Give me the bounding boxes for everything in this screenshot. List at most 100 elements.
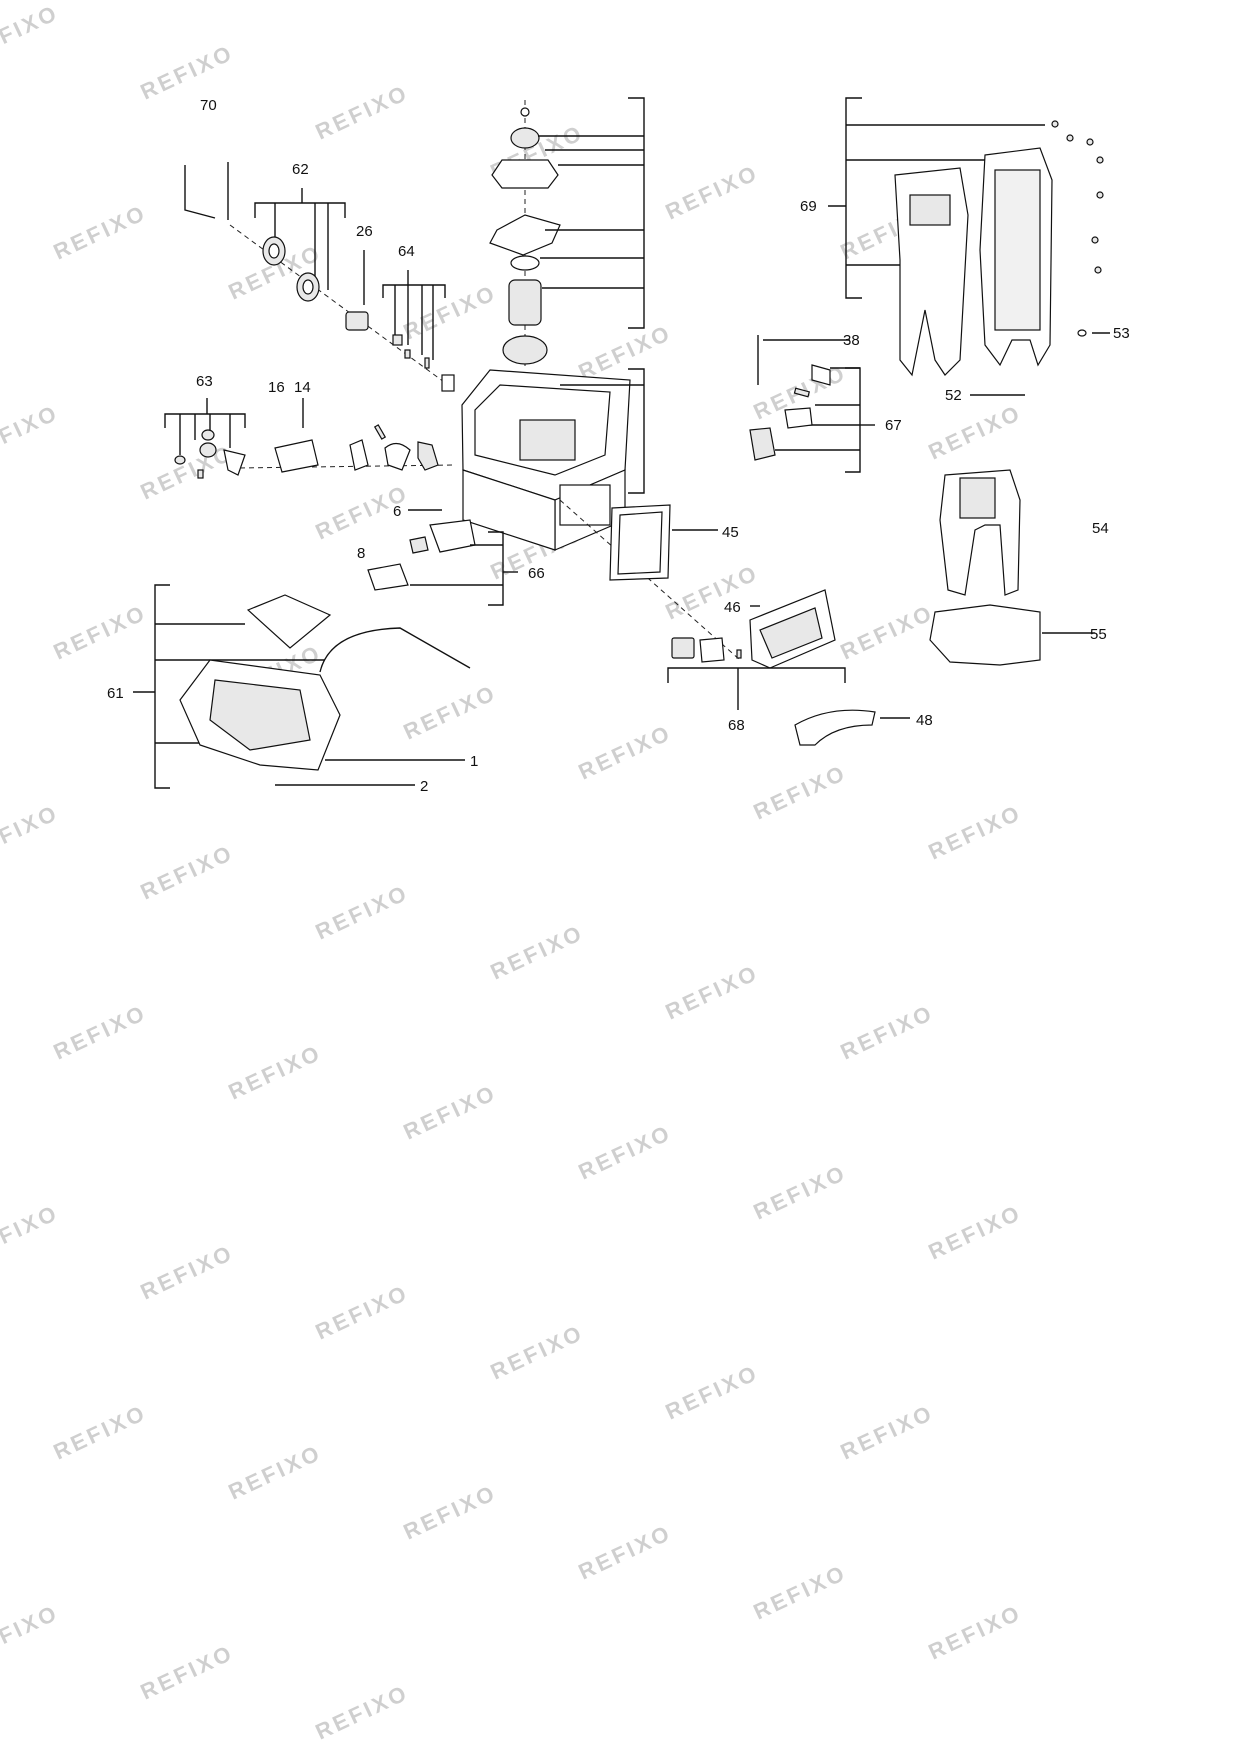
label-38: 38 <box>843 332 860 349</box>
label-66: 66 <box>528 565 545 582</box>
watermark-text: REFIXO <box>0 1200 63 1265</box>
part-70-cable <box>184 162 229 220</box>
watermark-text: REFIXO <box>400 280 501 345</box>
label-63: 63 <box>196 373 213 390</box>
label-69: 69 <box>800 198 817 215</box>
bracket-69 <box>828 97 1045 299</box>
part-64-small-parts <box>392 334 455 392</box>
watermark-text: REFIXO <box>575 720 676 785</box>
watermark-text: REFIXO <box>0 400 63 465</box>
watermark-text: REFIXO <box>487 1320 588 1385</box>
housing-bracket <box>560 368 645 494</box>
bracket-67 <box>775 367 875 473</box>
label-62: 62 <box>292 161 309 178</box>
watermark-text: REFIXO <box>137 840 238 905</box>
part-69-screws <box>1051 120 1104 274</box>
watermark-text: REFIXO <box>50 1000 151 1065</box>
part-1-2-screws <box>275 759 465 786</box>
watermark-text: REFIXO <box>225 1040 326 1105</box>
label-45: 45 <box>722 524 739 541</box>
watermark-text: REFIXO <box>662 160 763 225</box>
watermark-text: REFIXO <box>0 1600 63 1665</box>
part-38-pin <box>757 335 850 385</box>
watermark-text: REFIXO <box>137 40 238 105</box>
label-53: 53 <box>1113 325 1130 342</box>
watermark-text: REFIXO <box>137 1640 238 1705</box>
assembly-axis-right <box>559 499 741 661</box>
bracket-62 <box>254 188 346 290</box>
part-55-belt <box>929 604 1095 666</box>
label-54: 54 <box>1092 520 1109 537</box>
label-55: 55 <box>1090 626 1107 643</box>
watermark-text: REFIXO <box>575 1120 676 1185</box>
watermark-text: REFIXO <box>50 600 151 665</box>
part-69-backplate-rear <box>979 147 1053 367</box>
label-61: 61 <box>107 685 124 702</box>
part-6-8-latches <box>367 509 476 591</box>
watermark-text: REFIXO <box>487 920 588 985</box>
part-67-latch-parts <box>749 364 831 461</box>
part-54-harness <box>939 469 1021 596</box>
bracket-64 <box>382 270 446 360</box>
label-64: 64 <box>398 243 415 260</box>
bracket-61 <box>133 584 325 789</box>
label-26: 26 <box>356 223 373 240</box>
label-6: 6 <box>393 503 401 520</box>
watermark-text: REFIXO <box>225 1440 326 1505</box>
watermark-text: REFIXO <box>750 1560 851 1625</box>
watermark-text: REFIXO <box>50 1400 151 1465</box>
part-62-gears <box>262 236 320 302</box>
bracket-63 <box>164 398 246 455</box>
watermark-text: REFIXO <box>750 1160 851 1225</box>
watermark-text: REFIXO <box>837 600 938 665</box>
label-70: 70 <box>200 97 217 114</box>
label-48: 48 <box>916 712 933 729</box>
label-1: 1 <box>470 753 478 770</box>
bracket-66 <box>410 531 518 606</box>
watermark-text: REFIXO <box>0 800 63 865</box>
part-45-gasket <box>609 504 718 581</box>
watermark-text: REFIXO <box>137 1240 238 1305</box>
watermark-text: REFIXO <box>312 80 413 145</box>
part-46-cover <box>749 589 836 669</box>
motor-stack <box>489 100 561 370</box>
label-46: 46 <box>724 599 741 616</box>
label-67: 67 <box>885 417 902 434</box>
watermark-text: REFIXO <box>312 1680 413 1745</box>
watermark-text: REFIXO <box>925 800 1026 865</box>
watermark-text: REFIXO <box>400 1480 501 1545</box>
watermark-text: REFIXO <box>575 320 676 385</box>
watermark-text: REFIXO <box>925 1600 1026 1665</box>
part-69-backplate-front <box>894 167 969 377</box>
bracket-68 <box>667 667 846 710</box>
watermark-text: REFIXO <box>662 960 763 1025</box>
watermark-text: REFIXO <box>312 1280 413 1345</box>
label-14: 14 <box>294 379 311 396</box>
watermark-text: REFIXO <box>925 1200 1026 1265</box>
part-26 <box>345 250 369 331</box>
label-52: 52 <box>945 387 962 404</box>
part-63-small-parts <box>174 429 246 479</box>
part-61-lid <box>246 594 471 673</box>
part-48-handle <box>794 709 910 746</box>
watermark-text: REFIXO <box>575 1520 676 1585</box>
watermark-text: REFIXO <box>662 560 763 625</box>
watermark-text: REFIXO <box>0 0 63 65</box>
label-16: 16 <box>268 379 285 396</box>
watermark-text: REFIXO <box>837 1000 938 1065</box>
label-2: 2 <box>420 778 428 795</box>
watermark-text: REFIXO <box>400 1080 501 1145</box>
label-68: 68 <box>728 717 745 734</box>
watermark-text: REFIXO <box>662 1360 763 1425</box>
watermark-text: REFIXO <box>137 440 238 505</box>
motor-stack-bracket <box>538 97 645 329</box>
watermark-text: REFIXO <box>400 680 501 745</box>
watermark-text: REFIXO <box>50 200 151 265</box>
part-61-base <box>179 659 341 771</box>
part-16-14 <box>274 398 439 473</box>
part-68-parts <box>671 637 742 663</box>
watermark-text: REFIXO <box>837 1400 938 1465</box>
watermark-text: REFIXO <box>750 760 851 825</box>
